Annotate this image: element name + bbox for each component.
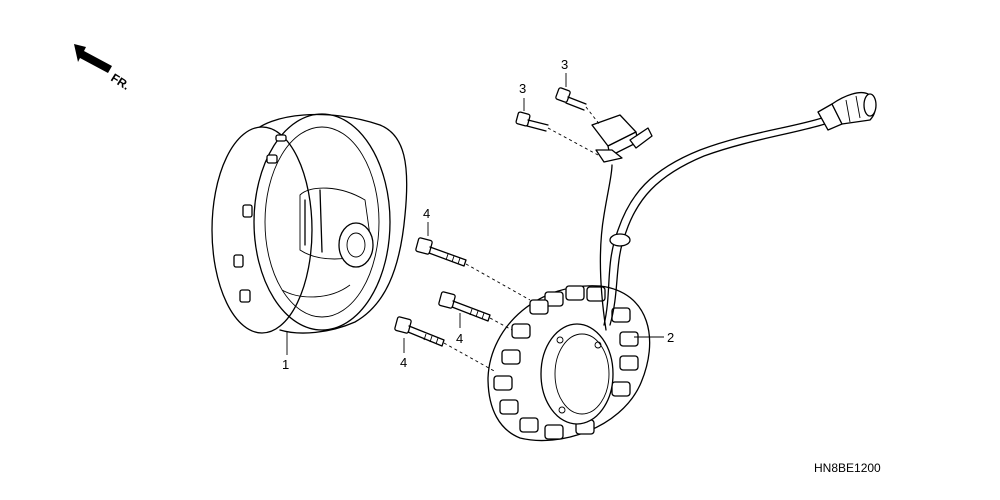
diagram-code: HN8BE1200: [814, 461, 881, 475]
front-direction-label: FR.: [108, 71, 132, 93]
wire-harness: [591, 91, 877, 331]
callout-flywheel: 1: [282, 357, 289, 372]
callout-stator-bolt-upper: 4: [423, 206, 430, 221]
callout-pulse-bolt-lower: 3: [519, 81, 526, 96]
callout-stator-bolt-middle: 4: [456, 331, 463, 346]
pulse-generator: [591, 114, 653, 163]
callout-stator: 2: [667, 330, 674, 345]
pulse-bolt-lower: 3: [515, 81, 599, 156]
front-direction-marker: FR.: [74, 44, 132, 93]
callout-pulse-bolt-upper: 3: [561, 57, 568, 72]
stator-bolt-middle: 4: [438, 291, 513, 346]
stator-part: 2: [487, 285, 674, 442]
wire-connector: [817, 91, 877, 131]
stator-poles: [493, 285, 639, 440]
callout-stator-bolt-lower: 4: [400, 355, 407, 370]
front-direction-arrow-icon: [74, 44, 112, 73]
flywheel-part: 1: [211, 113, 408, 372]
stator-bolt-upper: 4: [415, 206, 531, 301]
pulse-bolt-upper: 3: [555, 57, 601, 126]
stator-bolt-lower: 4: [394, 316, 497, 373]
